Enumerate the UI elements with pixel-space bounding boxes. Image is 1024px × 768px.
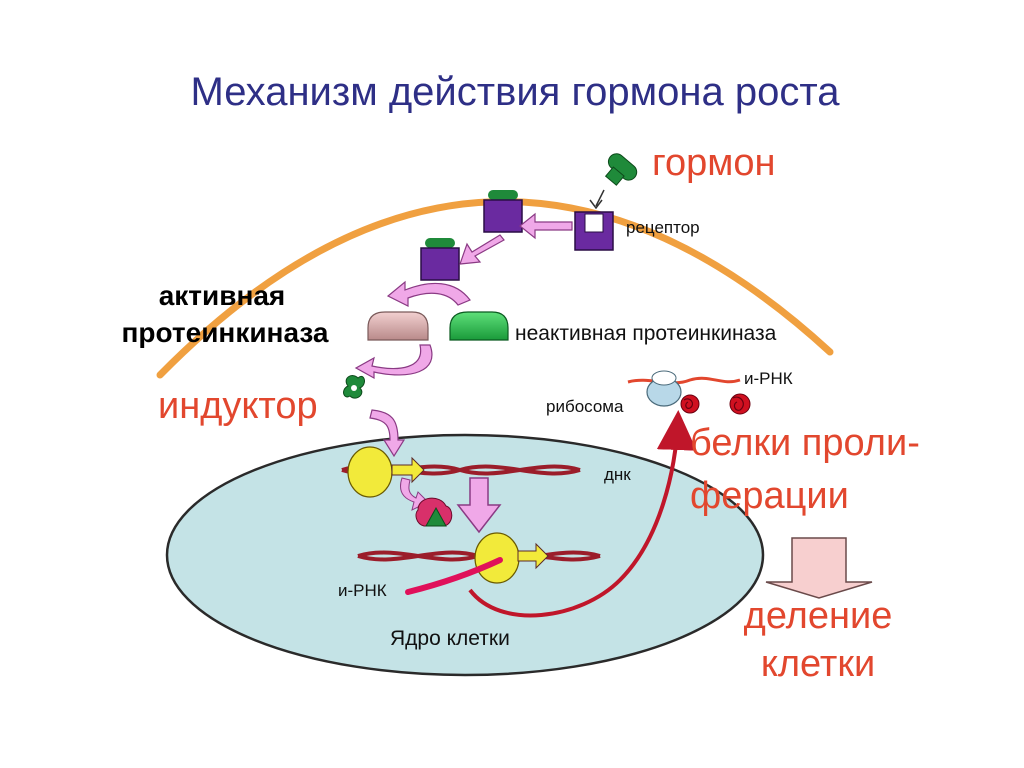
active-kinase-label-line2: протеинкиназа: [121, 317, 328, 348]
pink-arrow-receptor-to-complex: [519, 212, 573, 240]
dna-direction-arrow-lower: [517, 542, 549, 570]
inductor-label: индуктор: [158, 385, 318, 427]
ribosome-top: [651, 370, 677, 386]
mrna-strand-nucleus: [405, 557, 503, 595]
pink-arrow-down-to-transcription: [456, 477, 502, 534]
protein-globule-2: [729, 393, 751, 415]
inactive-protein-kinase: [449, 311, 509, 341]
arrow-to-cell-division: [765, 537, 873, 599]
hormone-receptor-complex-2: [420, 238, 460, 281]
ribosome-label: рибосома: [546, 397, 624, 416]
active-kinase-label-line1: активная: [159, 280, 286, 311]
dna-label: днк: [604, 465, 631, 484]
cell-division-label-line1: деление: [744, 595, 893, 637]
mrna-nucleus-label: и-РНК: [338, 581, 387, 600]
mrna-export-arrow: [468, 410, 697, 618]
proliferation-proteins-label-line2: ферации: [690, 475, 849, 517]
hormone-label: гормон: [652, 142, 776, 184]
cell-division-label-line2: клетки: [761, 643, 875, 685]
dna-direction-arrow-upper: [391, 456, 425, 484]
receptor-label: рецептор: [626, 218, 700, 237]
pink-arrow-inductor-to-dna: [369, 409, 406, 458]
inductor-molecule: [343, 375, 365, 399]
active-protein-kinase: [367, 311, 429, 341]
repressor-protein: [415, 497, 453, 527]
pink-arrow-activation-curve: [386, 280, 471, 307]
regulatory-region-upper: [347, 446, 393, 498]
hormone-receptor-complex-1: [483, 190, 523, 233]
pink-arrow-kinase-to-inductor: [354, 344, 433, 380]
mrna-strand-cytoplasm: [627, 376, 741, 385]
inactive-kinase-label: неактивная протеинкиназа: [515, 322, 777, 345]
protein-globule-1: [680, 394, 700, 414]
page-title: Механизм действия гормона роста: [191, 70, 841, 114]
pink-arrow-complex-down: [459, 234, 505, 265]
regulatory-region-lower: [474, 532, 520, 584]
proliferation-proteins-label-line1: белки проли-: [690, 422, 920, 464]
receptor-empty: [574, 211, 614, 251]
hormone-molecule: [604, 153, 638, 186]
hormone-binding-arrow: [589, 189, 605, 210]
mrna-top-label: и-РНК: [744, 369, 793, 388]
nucleus-label: Ядро клетки: [390, 627, 510, 650]
